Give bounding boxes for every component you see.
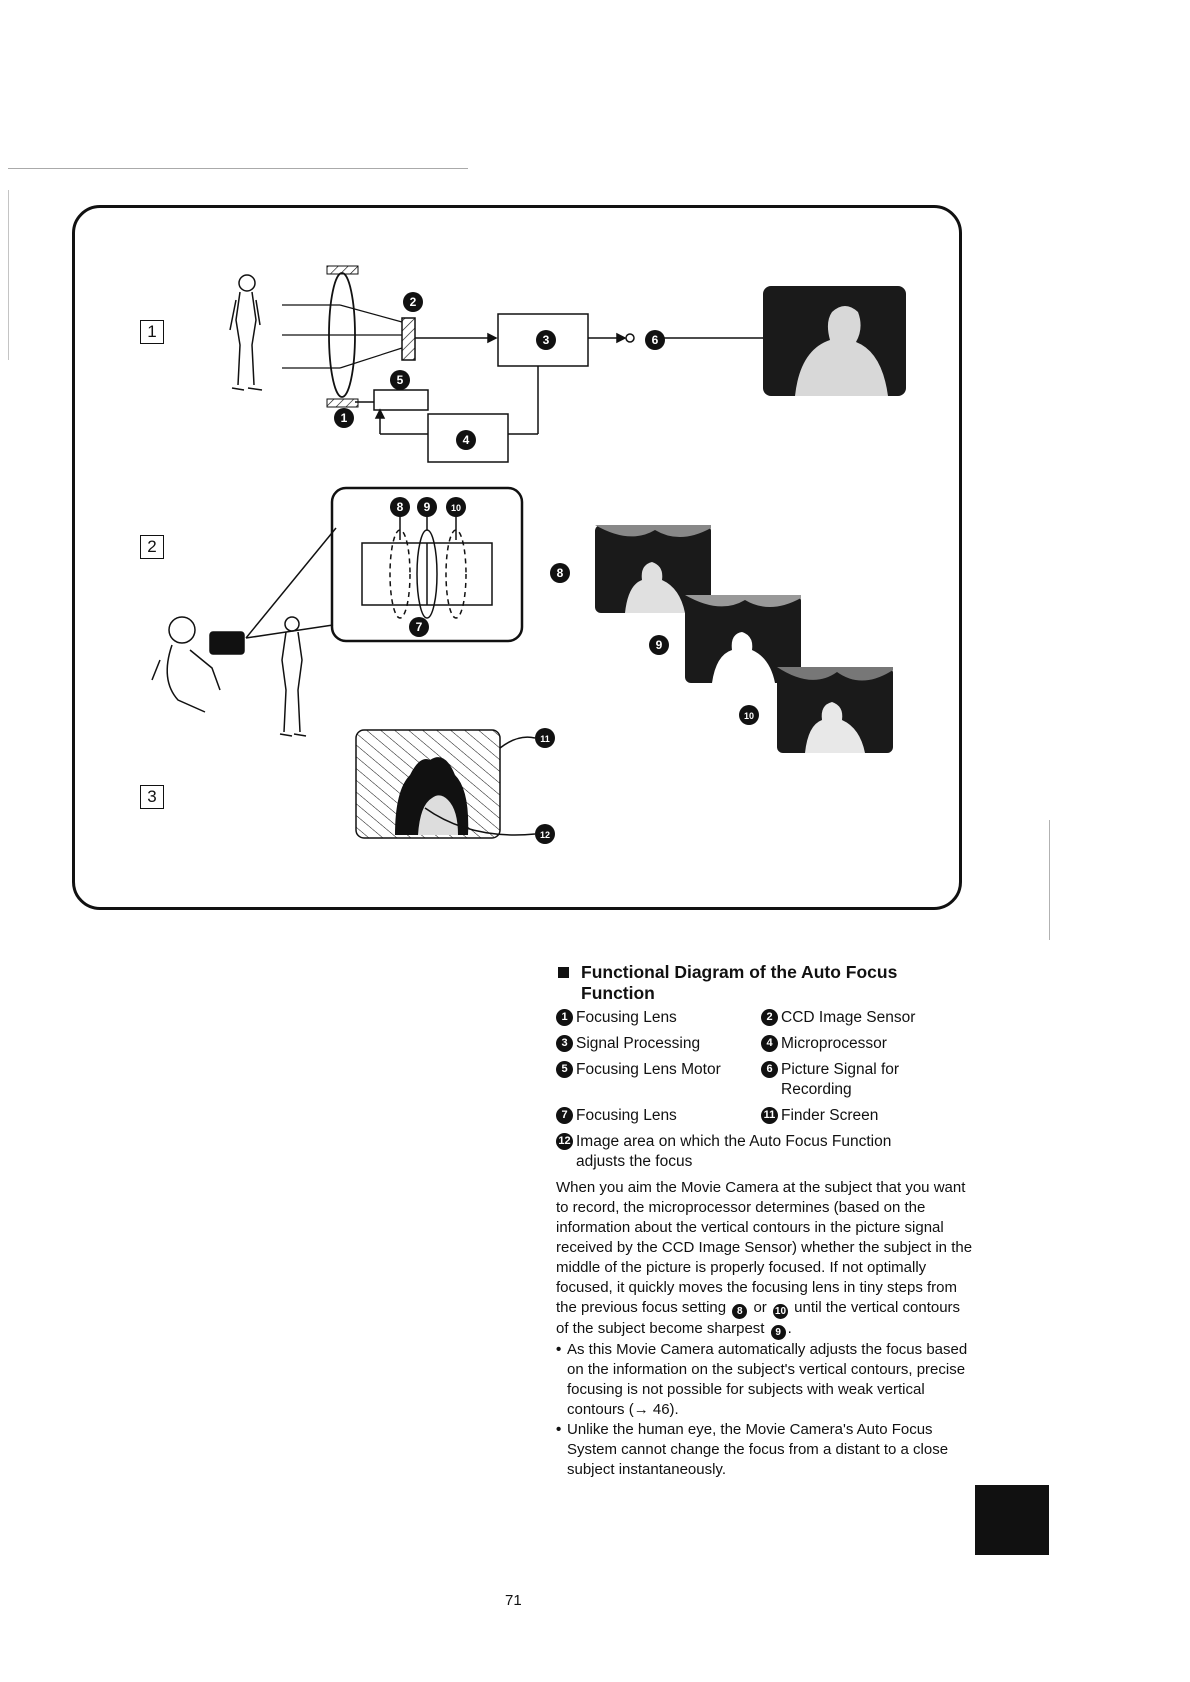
number-badge-icon: 12	[556, 1133, 573, 1150]
number-badge-icon: 2	[761, 1009, 778, 1026]
callout-7-icon	[409, 617, 429, 637]
callout-3-icon	[536, 330, 556, 350]
step-2-label: 2	[140, 535, 164, 559]
number-badge-icon: 1	[556, 1009, 573, 1026]
legend-item-12: 12 Image area on which the Auto Focus Fu…	[556, 1132, 976, 1172]
bullet-note-1: • As this Movie Camera automatically adj…	[556, 1341, 968, 1418]
ccd-image-sensor	[401, 317, 416, 361]
number-badge-icon: 7	[556, 1107, 573, 1124]
text-column: Functional Diagram of the Auto Focus Fun…	[556, 962, 976, 1480]
number-badge-icon: 3	[556, 1035, 573, 1052]
subject-woman-figure-1	[229, 274, 263, 391]
callout-12-icon	[535, 824, 555, 844]
number-badge-icon: 11	[761, 1107, 778, 1124]
viewfinder-photo-1-subject	[795, 306, 888, 396]
heading-line-1: Functional Diagram of the Auto Focus	[581, 962, 898, 982]
callout-6-icon	[645, 330, 665, 350]
callout-9-label: 9	[424, 500, 431, 514]
bullet-note-2: • Unlike the human eye, the Movie Camera…	[556, 1421, 949, 1478]
body-paragraph: When you aim the Movie Camera at the sub…	[556, 1179, 973, 1340]
bullet-square-icon	[558, 967, 569, 978]
focusing-lens-1	[326, 265, 359, 408]
step-1-label: 1	[140, 320, 164, 344]
number-badge-icon: 10	[772, 1304, 788, 1319]
signal-path	[355, 313, 763, 463]
focus-stage-photos	[595, 525, 893, 753]
callout-10-icon	[446, 497, 466, 517]
callout-4-label: 4	[463, 433, 470, 447]
bullet-dot-icon: •	[556, 1421, 562, 1438]
callout-11-icon	[535, 728, 555, 748]
photo-callout-8-label: 8	[557, 566, 564, 580]
subject-woman-figure-2	[279, 616, 307, 737]
callout-2-label: 2	[410, 295, 417, 309]
number-badge-icon: 6	[761, 1061, 778, 1078]
callout-3-label: 3	[543, 333, 550, 347]
callout-5-icon	[390, 370, 410, 390]
photo-callout-8-icon	[550, 563, 570, 583]
light-rays	[282, 304, 403, 369]
callout-8-icon	[390, 497, 410, 517]
finder-screen-af-area	[355, 729, 536, 839]
callout-7-label: 7	[416, 620, 423, 634]
lens-positions	[361, 515, 493, 619]
page-number: 71	[505, 1592, 522, 1609]
scan-artifact-left	[8, 190, 9, 360]
number-badge-icon: 5	[556, 1061, 573, 1078]
lens-detail-callout	[330, 486, 524, 643]
scan-artifact-top	[8, 168, 468, 169]
diagram-frame	[72, 205, 962, 910]
bullet-dot-icon: •	[556, 1341, 562, 1358]
callout-2-icon	[403, 292, 423, 312]
callout-6-label: 6	[652, 333, 659, 347]
photo-callout-10-icon	[739, 705, 759, 725]
section-heading: Functional Diagram of the Auto Focus Fun…	[556, 962, 976, 1004]
number-badge-icon: 8	[732, 1304, 748, 1319]
number-badge-icon: 9	[770, 1325, 786, 1340]
callout-11-label: 11	[540, 734, 550, 744]
callout-4-icon	[456, 430, 476, 450]
scan-artifact-right	[1049, 820, 1050, 940]
photo-callout-10-label: 10	[744, 711, 754, 721]
callout-8-label: 8	[397, 500, 404, 514]
callout-1-icon	[334, 408, 354, 428]
page-edge-tab	[975, 1485, 1049, 1555]
callout-1-label: 1	[341, 411, 348, 425]
callout-5-label: 5	[397, 373, 404, 387]
callout-9-icon	[417, 497, 437, 517]
callout-10-label: 10	[451, 503, 461, 513]
number-badge-icon: 4	[761, 1035, 778, 1052]
step-3-label: 3	[140, 785, 164, 809]
photo-callout-9-label: 9	[656, 638, 663, 652]
heading-line-2: Function	[581, 983, 655, 1003]
callout-12-label: 12	[540, 830, 550, 840]
photo-callout-9-icon	[649, 635, 669, 655]
camera-operator-figure	[151, 527, 337, 713]
